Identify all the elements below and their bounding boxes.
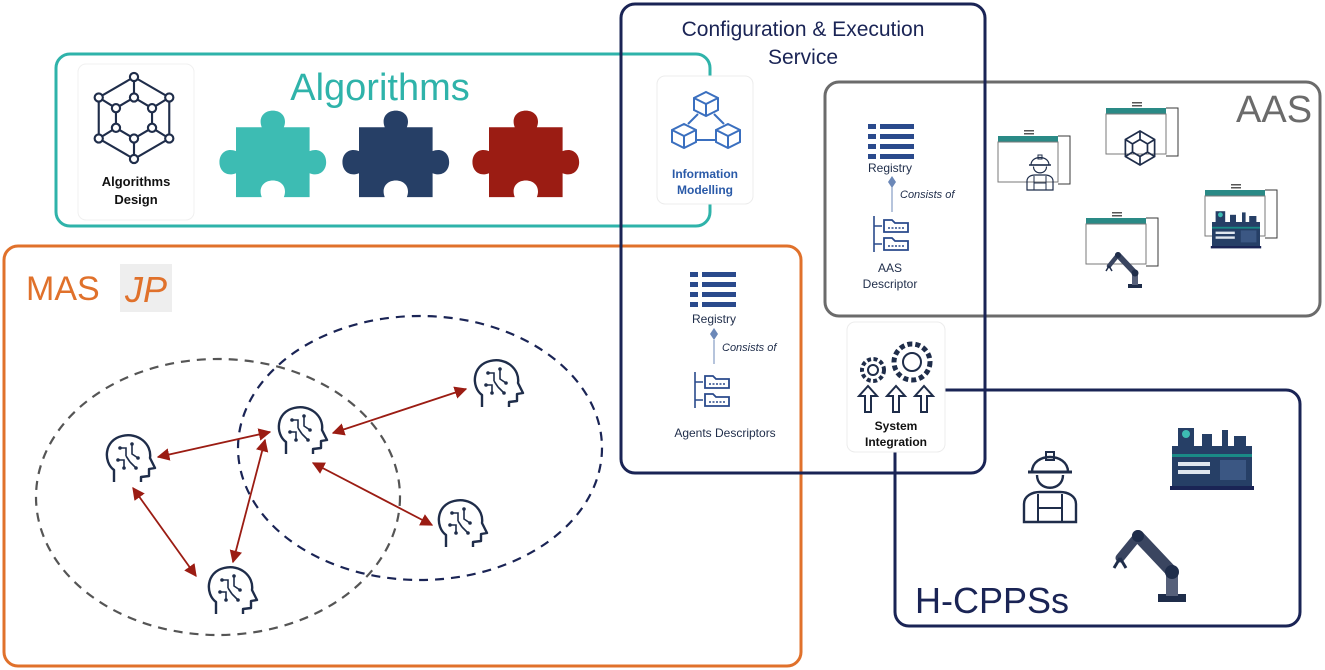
algorithms-design-label-2: Design — [114, 192, 157, 207]
config-title-line-1: Configuration & Execution — [682, 18, 925, 41]
aas-box — [823, 80, 1322, 318]
mas-consists-diamond — [710, 328, 718, 340]
agent-group-ellipse-left — [34, 357, 402, 637]
aas-descriptor-label-2: Descriptor — [863, 277, 918, 291]
information-modelling-label-1: Information — [672, 167, 738, 181]
agent-head-icon — [277, 406, 329, 456]
system-integration-label-1: System — [875, 419, 918, 433]
agents-descriptors-icon — [694, 371, 730, 409]
information-modelling-label-2: Modelling — [677, 183, 733, 197]
puzzle-piece-navy-icon — [342, 110, 450, 198]
mas-box — [2, 244, 803, 668]
aas-consists-of: Consists of — [900, 189, 955, 201]
aas-consists-diamond — [888, 176, 896, 188]
agent-head-icon — [473, 359, 525, 409]
mas-logo: JP — [120, 264, 172, 312]
aas-registry-label: Registry — [868, 161, 912, 175]
upload-arrows-icon — [856, 384, 936, 413]
worker-icon — [1022, 450, 1078, 524]
system-integration-card: System Integration — [846, 321, 946, 453]
agent-head-icon — [105, 434, 157, 484]
mas-title: MAS — [26, 270, 100, 308]
mas-consists-of: Consists of — [722, 342, 777, 354]
aas-descriptor-icon — [873, 215, 909, 253]
aas-registry-icon — [868, 124, 914, 159]
mas-registry-label: Registry — [692, 312, 736, 326]
svg-text:JP: JP — [124, 269, 167, 310]
puzzle-piece-red-icon — [472, 110, 580, 198]
machine-icon — [1170, 428, 1254, 490]
gears-icon — [860, 341, 933, 383]
cubes-icon — [671, 90, 741, 150]
algorithm-network-icon — [93, 71, 175, 165]
agent-group-ellipse-right — [236, 314, 604, 582]
config-title-line-2: Service — [768, 46, 838, 69]
algorithms-design-label-1: Algorithms — [102, 174, 171, 189]
hcpps-box — [893, 388, 1302, 628]
aas-title: AAS — [1236, 89, 1312, 131]
system-integration-label-2: Integration — [865, 435, 927, 449]
aas-shell-robot — [1085, 211, 1159, 288]
config-execution-box — [619, 2, 987, 475]
agent-links — [132, 386, 468, 578]
aas-shell-worker — [997, 129, 1071, 191]
agent-head-icon — [207, 566, 259, 616]
robot-arm-icon — [1114, 530, 1186, 602]
puzzle-piece-teal-icon — [219, 110, 327, 198]
aas-shell-algorithm — [1105, 101, 1179, 166]
information-modelling-card: Information Modelling — [656, 75, 754, 205]
hcpps-title: H-CPPSs — [915, 580, 1069, 621]
aas-descriptor-label-1: AAS — [878, 261, 902, 275]
algorithms-design-card: Algorithms Design — [77, 63, 195, 221]
algorithms-title: Algorithms — [290, 67, 470, 109]
aas-shell-machine — [1204, 183, 1278, 249]
agent-head-icon — [437, 499, 489, 549]
mas-registry-icon — [690, 272, 736, 307]
agents-descriptors-label: Agents Descriptors — [674, 426, 775, 440]
